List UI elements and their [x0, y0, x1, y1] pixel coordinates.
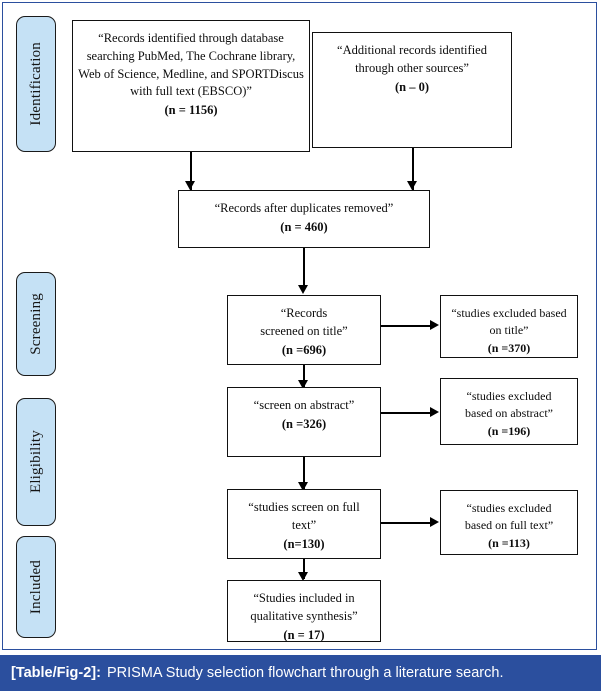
node-count: (n=130) — [283, 536, 325, 551]
node-count: (n =370) — [487, 341, 531, 356]
connector-screened-title-to-excluded — [381, 325, 432, 327]
arrowhead-abstract-to-excluded — [430, 407, 439, 417]
stage-label-eligibility: Eligibility — [16, 398, 56, 526]
node-line: “Records identified through database — [98, 31, 284, 45]
stage-label-identification: Identification — [16, 16, 56, 152]
arrowhead-additional-to-duplicates — [407, 181, 417, 190]
node-records-screened-title: “Records screened on title” (n =696) — [227, 295, 381, 365]
node-studies-excluded-abstract: “studies excluded based on abstract” (n … — [440, 378, 578, 445]
node-screen-on-abstract: “screen on abstract” (n =326) — [227, 387, 381, 457]
stage-label-included: Included — [16, 536, 56, 638]
node-line: Web of Science, Medline, and SPORTDiscus — [78, 66, 304, 81]
connector-additional-to-duplicates — [412, 148, 414, 190]
arrowhead-screened-title-to-excluded — [430, 320, 439, 330]
node-line: searching PubMed, The Cochrane library, — [86, 48, 296, 63]
node-count: (n – 0) — [394, 79, 430, 94]
arrowhead-fulltext-to-included — [298, 572, 308, 581]
node-line: “screen on abstract” — [253, 398, 355, 412]
stage-label-eligibility-text: Eligibility — [27, 430, 44, 494]
node-count: (n =696) — [281, 342, 327, 357]
arrowhead-screened-title-to-abstract — [298, 380, 308, 389]
connector-fulltext-to-included — [303, 559, 305, 579]
stage-label-screening-text: Screening — [27, 293, 44, 355]
node-count: (n =196) — [487, 424, 531, 439]
node-line: with full text (EBSCO)” — [130, 84, 252, 99]
node-line: “Additional records identified — [337, 43, 487, 57]
node-line: on title” — [489, 323, 529, 338]
node-studies-excluded-title: “studies excluded based on title” (n =37… — [440, 295, 578, 358]
connector-identified-to-duplicates — [190, 152, 192, 190]
node-studies-included-qualitative: “Studies included in qualitative synthes… — [227, 580, 381, 642]
node-line: “studies excluded based — [451, 306, 567, 320]
connector-abstract-to-fulltext — [303, 457, 305, 489]
stage-label-included-text: Included — [27, 559, 44, 615]
node-studies-excluded-full-text: “studies excluded based on full text” (n… — [440, 490, 578, 555]
node-count: (n = 17) — [283, 627, 325, 642]
node-records-identified-database: “Records identified through database sea… — [72, 20, 310, 152]
node-additional-records: “Additional records identified through o… — [312, 32, 512, 148]
node-line: “studies screen on full — [248, 500, 360, 514]
node-studies-screen-full-text: “studies screen on full text” (n=130) — [227, 489, 381, 559]
figure-caption-text: PRISMA Study selection flowchart through… — [106, 665, 504, 681]
stage-label-identification-text: Identification — [27, 42, 44, 126]
node-count: (n = 460) — [280, 219, 328, 234]
node-line: “Studies included in — [253, 591, 355, 605]
node-line: based on abstract” — [465, 406, 553, 421]
node-count: (n =326) — [281, 416, 327, 431]
node-records-after-duplicates: “Records after duplicates removed” (n = … — [178, 190, 430, 248]
connector-abstract-to-excluded — [381, 412, 432, 414]
figure-caption-label: [Table/Fig-2]: — [11, 665, 101, 681]
node-line: “Records after duplicates removed” — [214, 201, 394, 215]
arrowhead-fulltext-to-excluded — [430, 517, 439, 527]
node-line: text” — [291, 517, 317, 532]
connector-screened-title-to-abstract — [303, 365, 305, 387]
node-line: qualitative synthesis” — [250, 608, 358, 623]
node-count: (n =113) — [488, 536, 530, 551]
stage-label-screening: Screening — [16, 272, 56, 376]
node-line: “studies excluded — [466, 501, 552, 515]
node-line: “Records — [280, 306, 328, 320]
arrowhead-duplicates-to-screened — [298, 285, 308, 294]
node-line: through other sources” — [355, 60, 469, 75]
node-line: screened on title” — [260, 323, 348, 338]
connector-fulltext-to-excluded — [381, 522, 432, 524]
figure-caption-bar: [Table/Fig-2]: PRISMA Study selection fl… — [0, 655, 601, 691]
arrowhead-identified-to-duplicates — [185, 181, 195, 190]
node-line: based on full text” — [464, 518, 554, 533]
arrowhead-abstract-to-fulltext — [298, 482, 308, 491]
node-line: “studies excluded — [466, 389, 552, 403]
node-count: (n = 1156) — [164, 103, 218, 117]
connector-duplicates-to-screened — [303, 248, 305, 288]
